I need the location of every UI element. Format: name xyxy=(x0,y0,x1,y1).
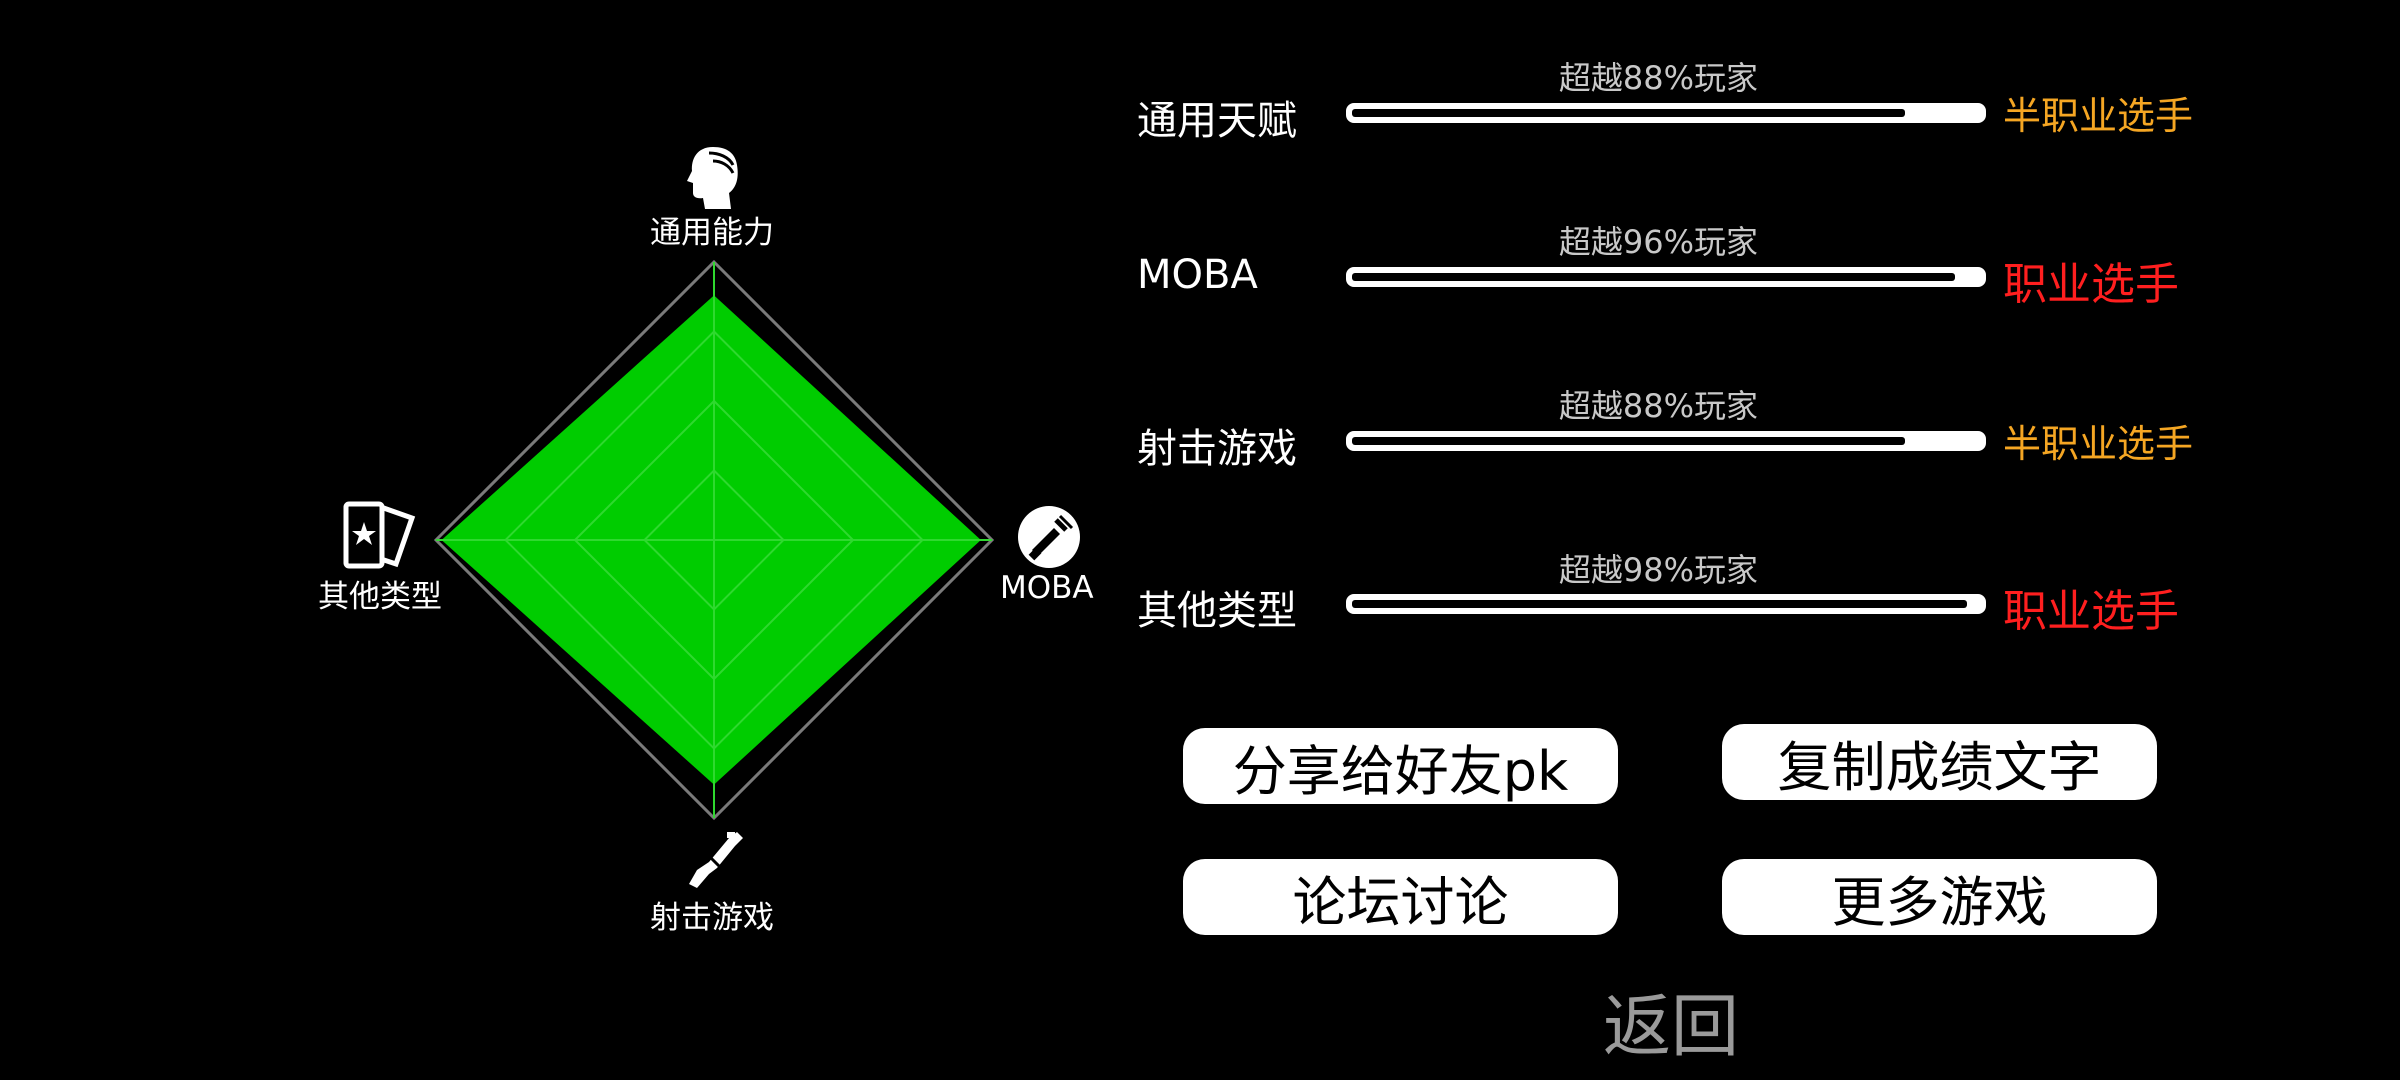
radar-grid xyxy=(436,262,992,818)
gun-icon xyxy=(689,832,743,888)
axis-label-top: 通用能力 xyxy=(650,215,774,251)
stat-label: MOBA xyxy=(1137,252,1258,298)
stat-rank: 职业选手 xyxy=(2003,259,2179,310)
stat-rank: 职业选手 xyxy=(2003,586,2179,637)
forum-button[interactable]: 论坛讨论 xyxy=(1183,859,1618,935)
stat-label: 射击游戏 xyxy=(1137,426,1297,472)
stat-label: 通用天赋 xyxy=(1137,98,1297,144)
sword-icon xyxy=(1018,506,1080,568)
stat-bar-fill xyxy=(1352,600,1967,608)
stat-bar-fill xyxy=(1352,109,1905,117)
stat-bar-fill xyxy=(1352,273,1955,281)
copy-results-button[interactable]: 复制成绩文字 xyxy=(1722,724,2157,800)
stat-bar xyxy=(1346,103,1986,123)
cards-icon xyxy=(343,501,416,569)
stat-percentile: 超越96%玩家 xyxy=(1558,223,1759,261)
stat-bar xyxy=(1346,431,1986,451)
stat-bar-fill xyxy=(1352,437,1905,445)
axis-label-bottom: 射击游戏 xyxy=(650,900,774,936)
stat-percentile: 超越88%玩家 xyxy=(1558,59,1759,97)
stat-rank: 半职业选手 xyxy=(2003,94,2194,138)
head-icon xyxy=(687,147,738,209)
share-button[interactable]: 分享给好友pk xyxy=(1183,728,1618,804)
stat-label: 其他类型 xyxy=(1137,588,1297,634)
radar-chart xyxy=(433,259,995,821)
stat-bar xyxy=(1346,594,1986,614)
stat-rank: 半职业选手 xyxy=(2003,422,2194,466)
axis-label-right: MOBA xyxy=(1000,570,1094,606)
stat-percentile: 超越98%玩家 xyxy=(1558,551,1759,589)
more-games-button[interactable]: 更多游戏 xyxy=(1722,859,2157,935)
stat-bar xyxy=(1346,267,1986,287)
axis-label-left: 其他类型 xyxy=(318,579,442,615)
stat-percentile: 超越88%玩家 xyxy=(1558,387,1759,425)
back-button[interactable]: 返回 xyxy=(1603,988,1740,1067)
